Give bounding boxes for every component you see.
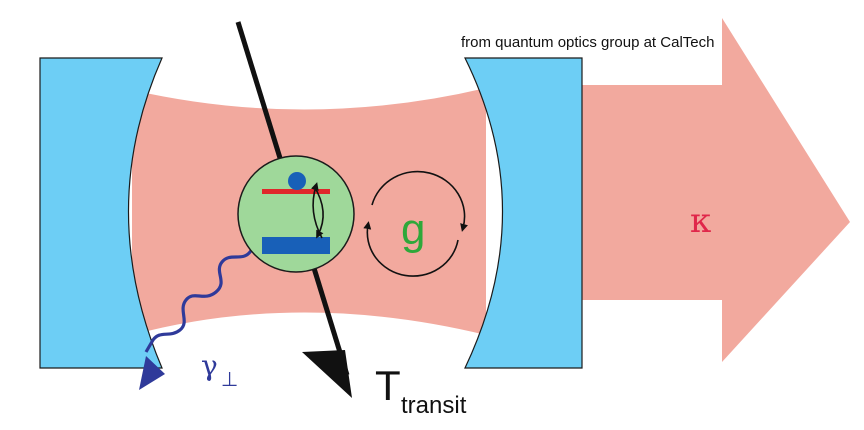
emitted-photon-wave [144,232,267,353]
cavity-decay-label: κ [690,201,711,241]
ground-level [262,237,330,254]
electron-dot [288,172,306,190]
coupling-label: g [401,205,425,254]
transit-time-subscript: transit [401,392,467,419]
coupling-arrow-bottom [363,221,459,277]
transit-time-label: T [375,362,401,409]
atomic-decay-label: γ [201,349,218,382]
cavity-output-arrow [582,18,850,362]
atom-trajectory-arrowhead [302,350,352,398]
atomic-decay-subscript: ⊥ [221,367,238,391]
right-mirror [464,57,583,369]
coupling-arrow-top [371,170,468,232]
emitted-photon-arrowhead [139,356,165,390]
credit-text: from quantum optics group at CalTech [461,34,714,51]
transition-arrow-up [311,182,323,239]
excited-level [262,189,330,194]
left-mirror [39,57,163,369]
